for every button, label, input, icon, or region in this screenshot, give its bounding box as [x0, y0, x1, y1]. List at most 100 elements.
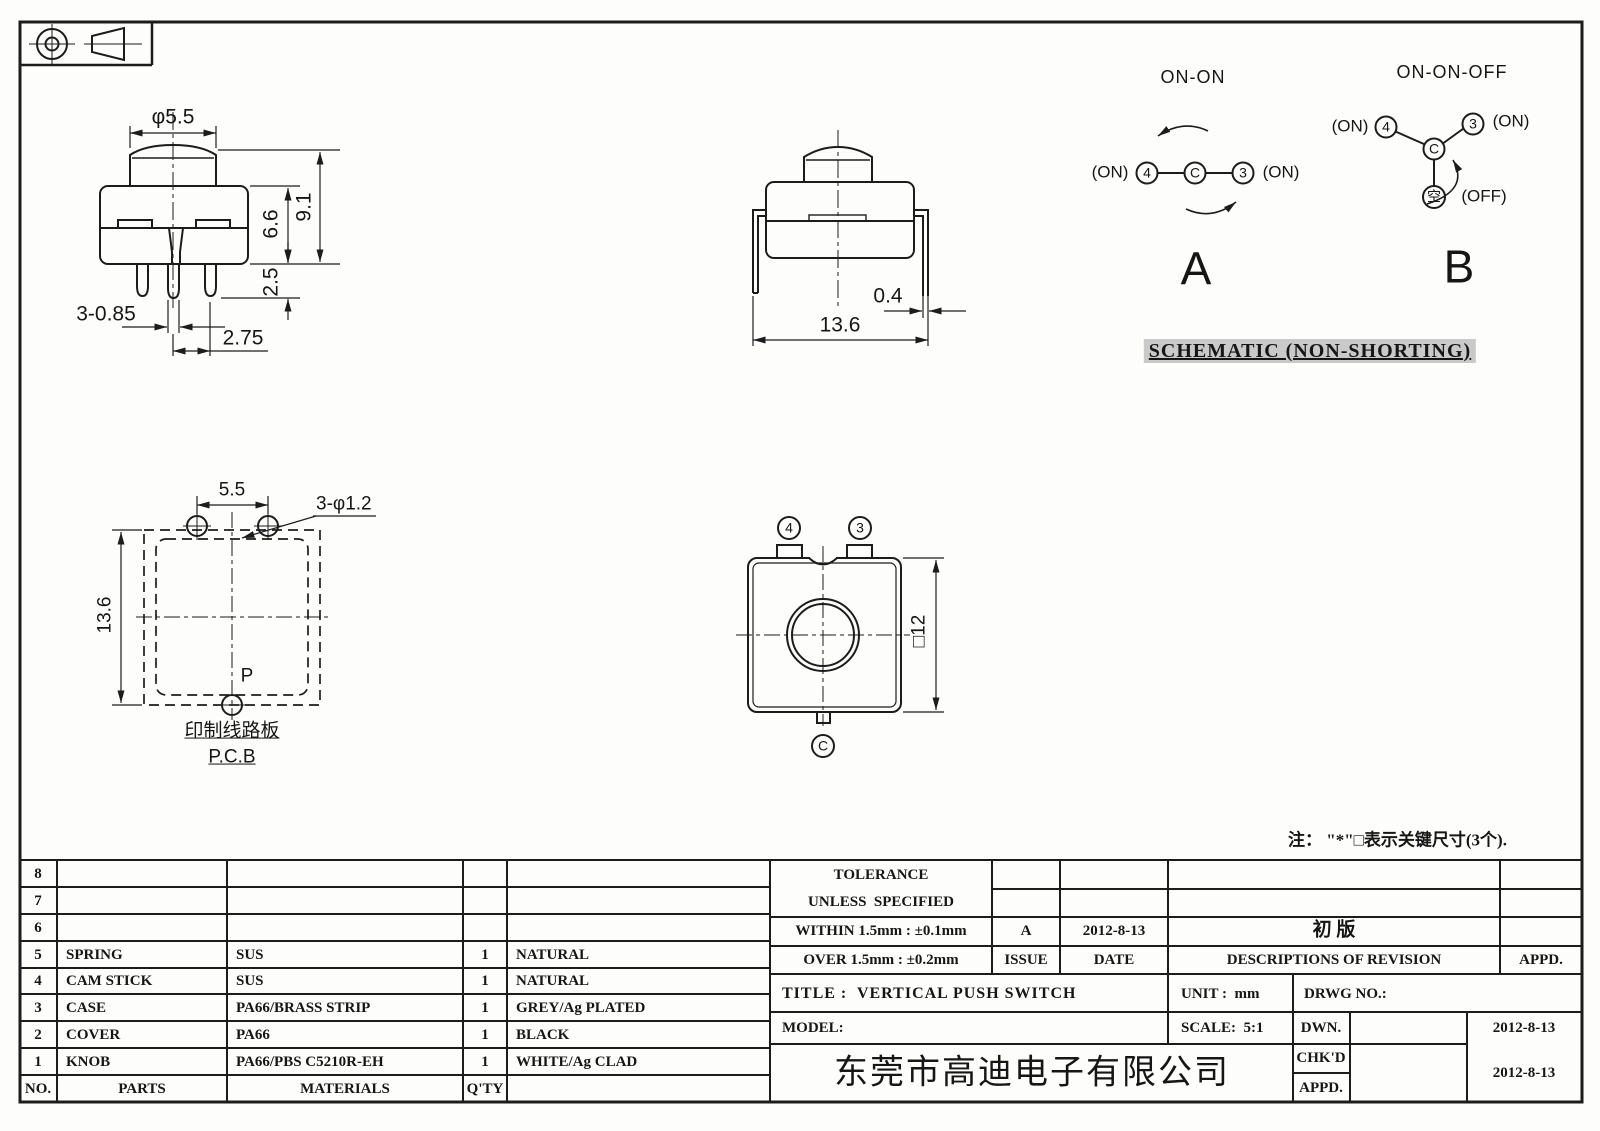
schematic-b-on-left: (ON): [1331, 116, 1369, 136]
parts-row-no: 7: [34, 892, 42, 909]
front-total-height-dim: 9.1: [292, 192, 316, 222]
chkd-label: CHK'D: [1296, 1049, 1346, 1066]
schematic-b-off-label: (OFF): [1461, 186, 1507, 206]
parts-row-name: CAM STICK: [66, 972, 153, 989]
parts-row-no: 2: [34, 1026, 42, 1043]
revision-description-label: DESCRIPTIONS OF REVISION: [1226, 951, 1442, 968]
schematic-a-title: ON-ON: [1160, 67, 1226, 88]
issue-value: A: [1020, 922, 1032, 939]
pcb-caption-cn: 印制线路板: [184, 720, 280, 742]
schematic-a-pin-c: C: [1189, 164, 1201, 181]
parts-row-qty: 1: [481, 1053, 489, 1070]
parts-row-no: 1: [34, 1053, 42, 1070]
pcb-height-dim: 13.6: [94, 596, 116, 634]
side-view-linework: [752, 130, 929, 310]
tolerance-within: WITHIN 1.5mm : ±0.1mm: [795, 922, 967, 939]
parts-row-no: 4: [34, 972, 42, 989]
top-terminal-4-label: 4: [785, 519, 793, 536]
top-view-dimensions: [903, 557, 944, 713]
parts-row-no: 8: [34, 865, 42, 882]
front-body-height-dim: 6.6: [259, 209, 283, 239]
revision-description-value: 初 版: [1312, 919, 1356, 941]
front-pin-pitch-dim: 2.75: [222, 326, 264, 350]
top-terminal-3-label: 3: [856, 519, 864, 536]
front-pin-width-dim: 3-0.85: [76, 302, 136, 326]
parts-header-materials: MATERIALS: [300, 1080, 390, 1097]
schematic-b-linework: [1374, 112, 1485, 209]
key-dimension-note: 注： "*"□表示关键尺寸(3个).: [1288, 830, 1507, 850]
date-label: DATE: [1093, 951, 1135, 968]
side-leg-thickness-dim: 0.4: [873, 284, 903, 308]
schematic-caption: SCHEMATIC (NON-SHORTING): [1143, 339, 1477, 363]
chkd-appd-date: 2012-8-13: [1492, 1064, 1556, 1081]
schematic-a-linework: [1135, 125, 1255, 215]
revision-appd-label: APPD.: [1519, 951, 1563, 968]
dwn-date: 2012-8-13: [1492, 1019, 1556, 1036]
parts-row-material: SUS: [236, 972, 264, 989]
parts-row-qty: 1: [481, 946, 489, 963]
schematic-b-pin-4: 4: [1382, 118, 1390, 135]
page-border: [18, 20, 1584, 1104]
schematic-b-title: ON-ON-OFF: [1396, 62, 1508, 83]
schematic-b-pin-off: 空: [1427, 188, 1441, 205]
schematic-a-on-right: (ON): [1262, 162, 1300, 182]
model-label: MODEL:: [782, 1019, 844, 1036]
issue-date-value: 2012-8-13: [1082, 922, 1146, 939]
drwg-no-label: DRWG NO.:: [1304, 985, 1387, 1002]
parts-header-qty: Q'TY: [466, 1080, 504, 1097]
parts-row-no: 5: [34, 946, 42, 963]
schematic-a-label: A: [1180, 242, 1212, 295]
tolerance-title-line2: UNLESS SPECIFIED: [808, 893, 954, 910]
parts-row-material: PA66/PBS C5210R-EH: [236, 1053, 384, 1070]
schematic-a-pin-3: 3: [1239, 164, 1247, 181]
parts-row-qty: 1: [481, 1026, 489, 1043]
front-pin-length-dim: 2.5: [259, 267, 283, 297]
table-linework: [20, 859, 1582, 1102]
parts-row-qty: 1: [481, 999, 489, 1016]
pcb-caption-en: P.C.B: [208, 746, 256, 768]
parts-row-no: 6: [34, 919, 42, 936]
tolerance-over: OVER 1.5mm : ±0.2mm: [803, 951, 959, 968]
company-name: 东莞市高迪电子有限公司: [834, 1053, 1230, 1092]
schematic-a-on-left: (ON): [1091, 162, 1129, 182]
top-size-dim: □12: [908, 614, 930, 648]
parts-row-color: GREY/Ag PLATED: [516, 999, 646, 1016]
pcb-hole-pitch-dim: 5.5: [218, 479, 246, 501]
parts-row-no: 3: [34, 999, 42, 1016]
parts-row-material: PA66/BRASS STRIP: [236, 999, 371, 1016]
parts-header-no: NO.: [24, 1080, 52, 1097]
pcb-view-linework: [136, 512, 328, 720]
schematic-b-pin-3: 3: [1469, 115, 1477, 132]
top-terminal-c-label: C: [817, 737, 829, 754]
front-knob-diameter-dim: φ5.5: [151, 105, 195, 129]
projection-symbol: [20, 22, 154, 67]
parts-row-name: COVER: [66, 1026, 121, 1043]
parts-header-parts: PARTS: [118, 1080, 166, 1097]
parts-row-color: WHITE/Ag CLAD: [516, 1053, 638, 1070]
appd-sign-label: APPD.: [1299, 1079, 1343, 1096]
schematic-b-pin-c: C: [1428, 140, 1440, 157]
front-view-linework: [99, 112, 249, 308]
side-body-width-dim: 13.6: [819, 313, 861, 337]
tolerance-title-line1: TOLERANCE: [833, 866, 929, 883]
parts-row-color: NATURAL: [516, 946, 590, 963]
parts-row-name: KNOB: [66, 1053, 111, 1070]
schematic-b-on-right: (ON): [1492, 111, 1530, 131]
issue-label: ISSUE: [1004, 951, 1048, 968]
parts-row-color: BLACK: [516, 1026, 570, 1043]
top-view-linework: [736, 516, 910, 758]
schematic-a-pin-4: 4: [1143, 164, 1151, 181]
side-view-dimensions: [752, 296, 966, 346]
drawing-title: TITLE : VERTICAL PUSH SWITCH: [782, 985, 1077, 1003]
parts-row-color: NATURAL: [516, 972, 590, 989]
parts-row-material: PA66: [236, 1026, 270, 1043]
parts-row-name: SPRING: [66, 946, 123, 963]
pcb-view-dimensions: [112, 496, 376, 706]
pcb-p-label: P: [240, 665, 254, 687]
parts-row-material: SUS: [236, 946, 264, 963]
dwn-label: DWN.: [1300, 1019, 1342, 1036]
scale-label: SCALE: 5:1: [1181, 1019, 1264, 1036]
schematic-b-label: B: [1443, 240, 1475, 293]
